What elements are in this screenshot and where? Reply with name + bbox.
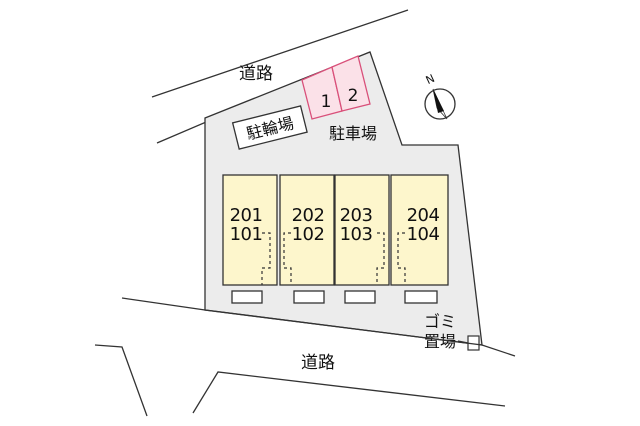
garbage-label-line2: 置場 <box>424 332 456 351</box>
unit-202-102 <box>279 174 335 286</box>
unit-step-4 <box>404 290 438 304</box>
south-road-line-lower-right <box>192 371 506 414</box>
building: 201 101 202 102 203 103 204 104 <box>222 174 449 286</box>
unit-2-upper-number: 202 <box>292 205 325 226</box>
unit-4-lower-number: 104 <box>407 224 440 245</box>
unit-1-lower-number: 101 <box>230 224 263 245</box>
unit-201-101 <box>222 174 278 286</box>
unit-203-103 <box>334 174 390 286</box>
unit-3-lower-number: 103 <box>340 224 373 245</box>
garbage-label-line1: ゴミ <box>424 312 456 331</box>
unit-4-upper-number: 204 <box>407 205 440 226</box>
north-arrow-icon: N <box>424 72 456 120</box>
unit-step-3 <box>344 290 376 304</box>
unit-204-104 <box>390 174 449 286</box>
parking-label: 駐車場 <box>329 124 377 143</box>
compass-needle <box>433 89 444 113</box>
unit-step-1 <box>231 290 263 304</box>
parking-space-2-number: 2 <box>348 86 359 106</box>
south-road-line-upper <box>121 297 516 357</box>
unit-3-upper-number: 203 <box>340 205 373 226</box>
north-road-label: 道路 <box>239 64 273 84</box>
compass-letter: N <box>424 72 437 87</box>
stair-line-4 <box>397 232 406 285</box>
south-road-line-lower-left <box>94 344 148 417</box>
stair-line-3 <box>376 232 385 285</box>
stair-lines <box>261 232 406 285</box>
unit-2-lower-number: 102 <box>292 224 325 245</box>
south-road-label: 道路 <box>301 353 335 373</box>
unit-step-2 <box>293 290 325 304</box>
parking-space-1-number: 1 <box>321 92 332 112</box>
stair-line-2 <box>283 232 292 285</box>
unit-1-upper-number: 201 <box>230 205 263 226</box>
north-road-line-upper <box>151 9 409 98</box>
parking-area: 1 2 <box>301 55 371 120</box>
parking-space-2 <box>331 55 371 112</box>
bicycle-parking: 駐輪場 <box>231 105 308 150</box>
bicycle-parking-box <box>231 105 308 150</box>
unit-steps <box>231 290 438 304</box>
stair-line-1 <box>261 232 271 285</box>
